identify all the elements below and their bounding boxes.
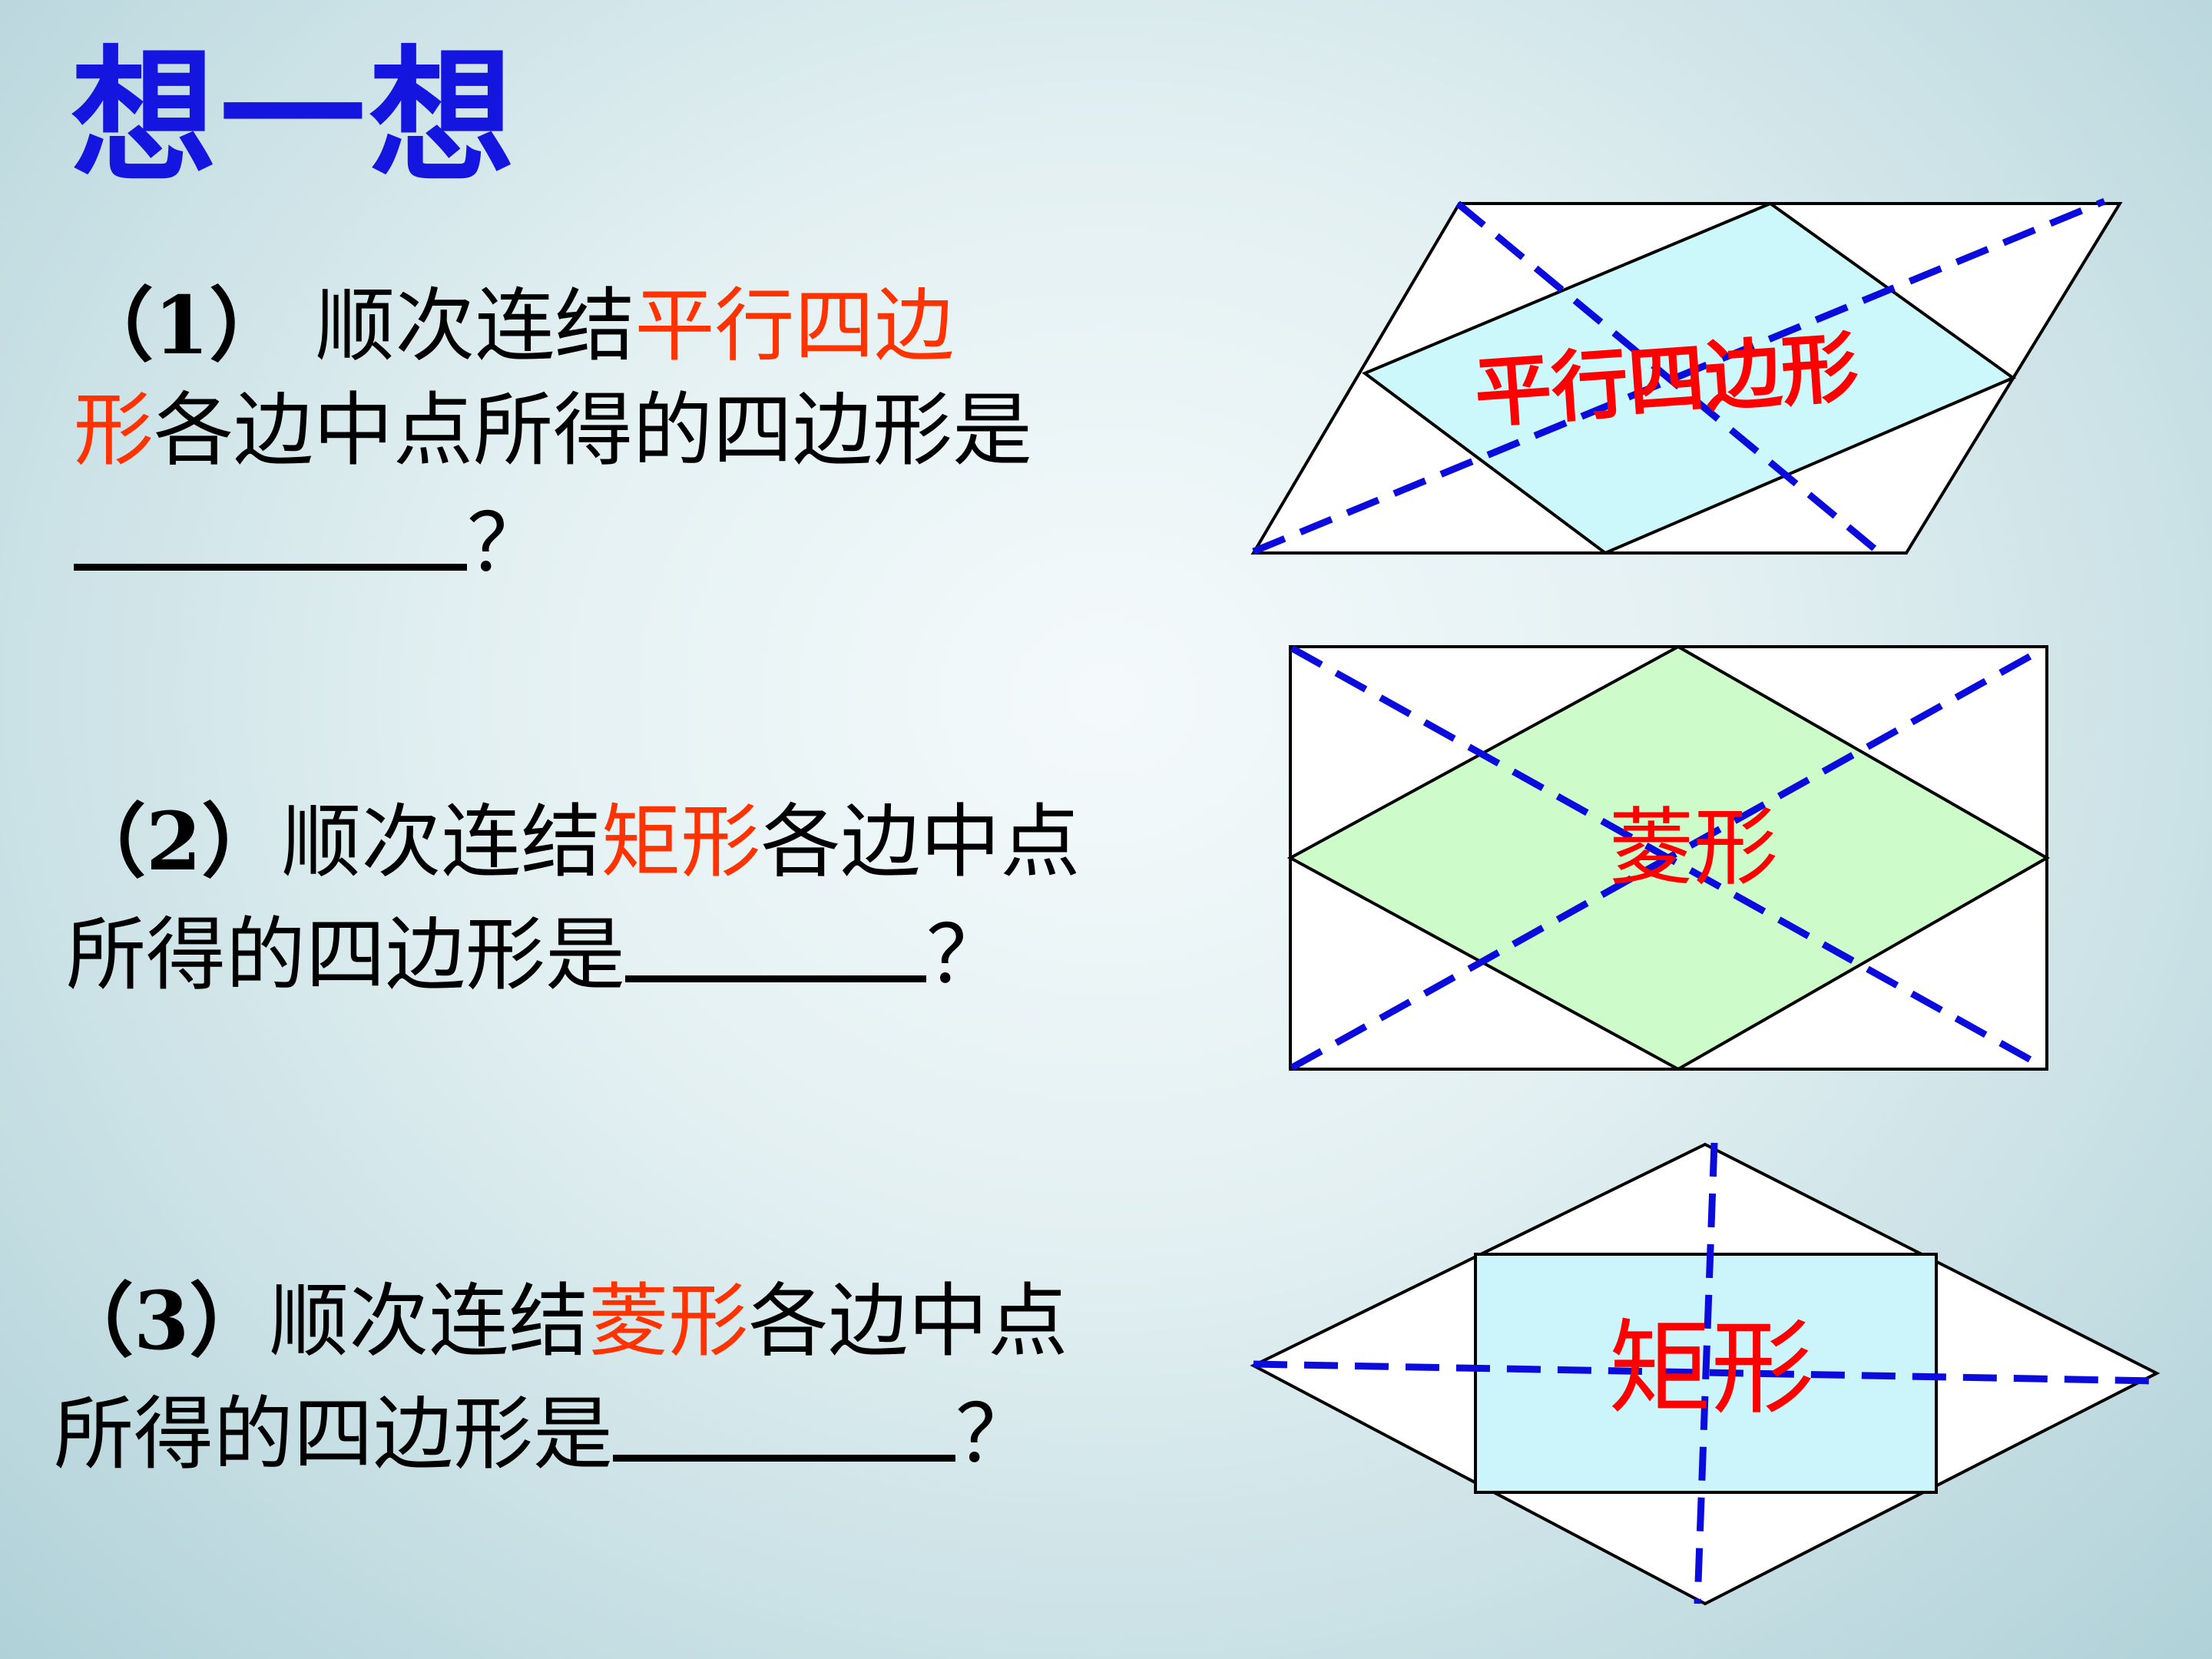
question-1: （1） 顺次连结平行四边 形各边中点所得的四边形是 ？ [74, 273, 1032, 595]
question-mark: ？ [926, 908, 1007, 1002]
question-1-line-3: ？ [74, 482, 1032, 595]
diagonal-line [1694, 1142, 1718, 1604]
question-shape: 矩形 [601, 795, 761, 889]
midpoint-parallelogram [1361, 201, 2017, 555]
page-title: 想一想 [71, 32, 518, 202]
question-mark: ？ [955, 1387, 1036, 1481]
figure-rectangle: 菱形 [1286, 644, 2051, 1071]
question-number: （3） [54, 1273, 270, 1368]
question-3: （3）顺次连结菱形各边中点 所得的四边形是 ？ [54, 1269, 1068, 1486]
question-shape: 菱形 [588, 1274, 749, 1368]
question-2-line-2: 所得的四边形是 ？ [66, 894, 1080, 1007]
figure-label: 菱形 [1609, 799, 1778, 897]
question-3-line-1: （3）顺次连结菱形各边中点 [54, 1269, 1068, 1373]
question-prefix: 顺次连结 [269, 1274, 589, 1368]
question-number: （1） [74, 278, 290, 373]
diagonal-line [1290, 645, 2047, 1071]
diagonal-line [1252, 197, 2106, 555]
question-suffix-end: 所得的四边形是 [54, 1387, 614, 1481]
question-suffix-end: 所得的四边形是 [66, 908, 626, 1002]
question-prefix: 顺次连结 [315, 279, 635, 373]
question-2-line-1: （2）顺次连结矩形各边中点 [66, 790, 1080, 894]
question-1-line-1: （1） 顺次连结平行四边 [74, 273, 1032, 378]
question-suffix-start: 各边中点 [748, 1274, 1068, 1368]
question-suffix: 各边中点所得的四边形是 [154, 383, 1033, 477]
figure-parallelogram: 平行四边形 [1250, 197, 2123, 555]
question-suffix-start: 各边中点 [760, 795, 1081, 889]
question-1-line-2: 形各边中点所得的四边形是 [74, 378, 1032, 482]
question-prefix: 顺次连结 [281, 795, 601, 889]
figure-label: 矩形 [1608, 1309, 1814, 1429]
answer-blank[interactable] [613, 1373, 956, 1462]
answer-blank[interactable] [74, 482, 467, 571]
question-shape-tail: 形 [74, 383, 154, 477]
question-mark: ？ [467, 496, 548, 590]
question-2: （2）顺次连结矩形各边中点 所得的四边形是 ？ [66, 790, 1080, 1007]
question-shape: 平行四边 [634, 279, 955, 373]
question-3-line-2: 所得的四边形是 ？ [54, 1373, 1068, 1486]
answer-blank[interactable] [625, 894, 927, 982]
question-number: （2） [66, 794, 282, 889]
figure-rhombus: 矩形 [1250, 1142, 2161, 1606]
diagonal-line [1455, 200, 1880, 555]
